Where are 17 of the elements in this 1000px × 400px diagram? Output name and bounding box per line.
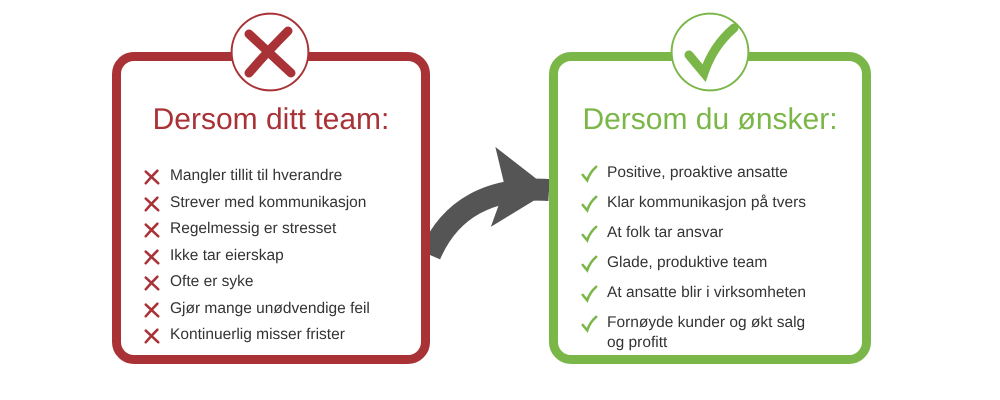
- list-item: Klar kommunikasjon på tvers: [607, 193, 806, 213]
- list-item: Kontinuerlig misser frister: [170, 325, 345, 345]
- list-item: Gjør mange unødvendige feil: [170, 298, 370, 318]
- card-heading: Dersom ditt team:: [152, 103, 390, 137]
- list-item: Positive, proaktive ansatte: [607, 163, 788, 183]
- list-item: Glade, produktive team: [607, 253, 768, 273]
- list-item: At ansatte blir i virksomheten: [607, 283, 806, 303]
- list-item: Ikke tar eierskap: [170, 246, 284, 266]
- card-heading: Dersom du ønsker:: [581, 103, 839, 137]
- list-item: Strever med kommunikasjon: [170, 192, 366, 212]
- list-item: Fornøyde kunder og økt salg og profitt: [607, 313, 806, 353]
- list-item: Ofte er syke: [170, 272, 254, 292]
- list-item: At folk tar ansvar: [607, 223, 724, 243]
- list-card: [549, 52, 871, 364]
- list-card: [112, 52, 430, 364]
- list-item: Mangler tillit til hverandre: [170, 166, 342, 186]
- list-item: Regelmessig er stresset: [170, 219, 336, 239]
